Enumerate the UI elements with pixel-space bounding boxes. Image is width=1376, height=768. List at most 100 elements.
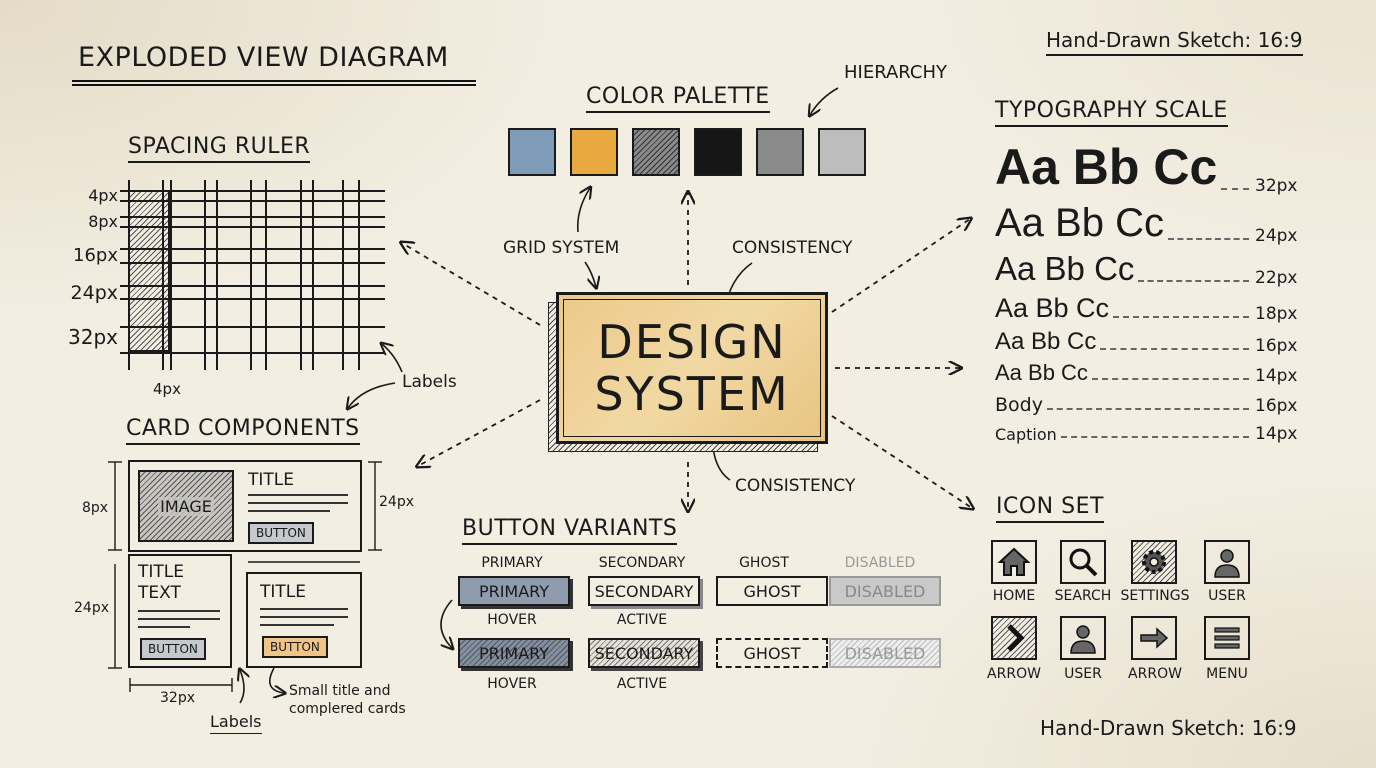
annotation-grid-system: GRID SYSTEM (503, 238, 620, 258)
card-small: TITLE BUTTON (246, 572, 362, 668)
col-label-primary: PRIMARY (481, 555, 543, 571)
swatch-hatched-gray[interactable] (632, 128, 680, 176)
icon-label-arrow: ARROW (987, 666, 1041, 682)
col-label-disabled: DISABLED (844, 555, 916, 571)
typo-row: Caption 14px (995, 416, 1305, 444)
typo-row: Aa Bb Cc 32px (995, 138, 1305, 196)
icon-label-search: SEARCH (1054, 588, 1112, 604)
typo-sample: Aa Bb Cc (995, 360, 1088, 385)
typo-sample: Body (995, 394, 1043, 416)
typography-title: TYPOGRAPHY SCALE (995, 98, 1228, 127)
spacing-ruler-grid (120, 180, 385, 370)
arrow-right-icon[interactable] (1131, 616, 1177, 660)
state-label-active: ACTIVE (616, 612, 668, 628)
typo-size: 16px (1255, 336, 1298, 356)
title-underline (72, 80, 476, 86)
ghost-button-dashed[interactable]: GHOST (716, 638, 828, 668)
card-components-title: CARD COMPONENTS (126, 416, 360, 445)
cards-note-line-2: complered cards (289, 701, 406, 717)
icon-label-user-2: USER (1064, 666, 1102, 682)
annotation-consistency-bottom: CONSISTENCY (735, 476, 856, 496)
hub-line-2: SYSTEM (594, 367, 790, 421)
user-icon[interactable] (1060, 616, 1106, 660)
annotation-hierarchy: HIERARCHY (844, 62, 948, 83)
annotation-cards-note: Small title and complered cards (289, 682, 406, 718)
typo-sample: Aa Bb Cc (995, 328, 1097, 355)
typo-sample: Aa Bb Cc (995, 139, 1218, 195)
typo-row: Aa Bb Cc 16px (995, 324, 1305, 356)
col-label-secondary: SECONDARY (598, 555, 686, 571)
chevron-right-icon[interactable] (991, 616, 1037, 660)
gear-icon[interactable] (1131, 540, 1177, 584)
ghost-button[interactable]: GHOST (716, 576, 828, 606)
disabled-button: DISABLED (829, 576, 941, 606)
primary-button[interactable]: PRIMARY (458, 576, 570, 606)
state-label-active-2: ACTIVE (616, 676, 668, 692)
ruler-bottom-label: 4px (153, 380, 181, 398)
dim-left-top: 8px (82, 500, 109, 516)
swatch-black[interactable] (694, 128, 742, 176)
color-swatches (508, 128, 866, 176)
icon-set-title: ICON SET (996, 494, 1104, 523)
ruler-label-32: 32px (68, 325, 118, 349)
card-title: TITLE TEXT (138, 562, 184, 603)
ruler-label-24: 24px (70, 282, 118, 304)
ruler-label-4: 4px (88, 186, 118, 205)
corner-tag-top: Hand-Drawn Sketch: 16:9 (1046, 28, 1303, 56)
card-button[interactable]: BUTTON (140, 638, 206, 660)
typo-size: 18px (1255, 304, 1298, 324)
primary-button-hover[interactable]: PRIMARY (458, 638, 570, 668)
icon-label-arrow-2: ARROW (1128, 666, 1182, 682)
col-label-ghost: GHOST (739, 555, 789, 571)
annotation-labels-cards: Labels (210, 712, 262, 734)
card-horizontal: IMAGE TITLE BUTTON (128, 460, 362, 552)
typo-size: 14px (1255, 366, 1298, 386)
search-icon[interactable] (1060, 540, 1106, 584)
swatch-blue[interactable] (508, 128, 556, 176)
hub-line-1: DESIGN (597, 315, 787, 369)
typo-row: Aa Bb Cc 24px (995, 196, 1305, 246)
card-button-accent[interactable]: BUTTON (262, 636, 328, 658)
card-title: TITLE (248, 470, 294, 490)
annotation-labels-ruler: Labels (402, 372, 457, 392)
icon-label-settings: SETTINGS (1120, 588, 1190, 604)
state-label-hover: HOVER (487, 612, 537, 628)
annotation-consistency-top: CONSISTENCY (732, 238, 853, 258)
dim-bottom: 32px (160, 690, 195, 706)
typo-sample: Aa Bb Cc (995, 293, 1110, 323)
disabled-button-hatched: DISABLED (829, 638, 941, 668)
typo-row: Body 16px (995, 386, 1305, 416)
home-icon[interactable] (991, 540, 1037, 584)
swatch-amber[interactable] (570, 128, 618, 176)
state-label-hover-2: HOVER (487, 676, 537, 692)
typo-sample: Caption (995, 425, 1057, 444)
typo-size: 14px (1255, 424, 1298, 444)
typo-sample: Aa Bb Cc (995, 201, 1164, 245)
swatch-dark-gray[interactable] (756, 128, 804, 176)
button-variants-title: BUTTON VARIANTS (462, 516, 678, 545)
typo-size: 24px (1255, 226, 1298, 246)
spacing-ruler-title: SPACING RULER (128, 134, 311, 163)
hub-box: DESIGN SYSTEM (556, 292, 828, 444)
secondary-button-active[interactable]: SECONDARY (588, 638, 700, 668)
swatch-light-gray[interactable] (818, 128, 866, 176)
typo-size: 16px (1255, 396, 1298, 416)
typo-row: Aa Bb Cc 18px (995, 288, 1305, 324)
card-title: TITLE (260, 582, 306, 602)
typo-sample: Aa Bb Cc (995, 250, 1135, 287)
icon-label-user: USER (1208, 588, 1246, 604)
menu-icon[interactable] (1204, 616, 1250, 660)
design-system-hub: DESIGN SYSTEM (548, 292, 828, 452)
card-button[interactable]: BUTTON (248, 522, 314, 544)
typo-row: Aa Bb Cc 14px (995, 356, 1305, 386)
card-text: TITLE TEXT BUTTON (128, 554, 232, 668)
spacing-ruler-hatch (128, 190, 170, 352)
cards-note-line-1: Small title and (289, 683, 391, 699)
user-icon[interactable] (1204, 540, 1250, 584)
corner-tag-bottom: Hand-Drawn Sketch: 16:9 (1040, 716, 1297, 740)
secondary-button[interactable]: SECONDARY (588, 576, 700, 606)
typo-size: 22px (1255, 268, 1298, 288)
page-title: EXPLODED VIEW DIAGRAM (78, 42, 449, 73)
color-palette-title: COLOR PALETTE (586, 84, 770, 113)
icon-label-menu: MENU (1206, 666, 1248, 682)
